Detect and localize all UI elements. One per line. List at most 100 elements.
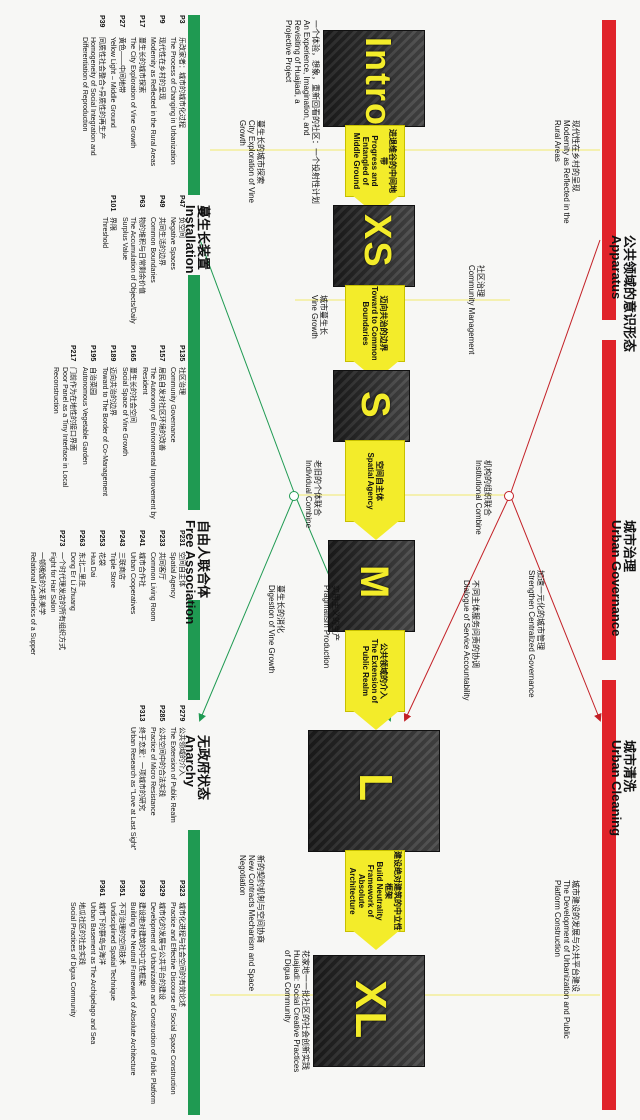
chapter-page [68, 880, 85, 902]
chapter-title-zh: 城市化的发展与公共平台的建设 [157, 902, 166, 1104]
chapter-title-en: Practice and Effective Discourse of Soci… [168, 902, 177, 1094]
note-pragmatism: 实用主义的生产 Pragmatism Production [322, 585, 340, 668]
node-red [504, 491, 514, 501]
chapter-page: P279 [168, 705, 185, 727]
chapter-title-zh: 公共领域的介入 [177, 727, 186, 823]
chapter-item: P313终于恋爱：一项城市的研究Urban Research as "Love … [128, 705, 145, 870]
chapter-title: 现代性在乡村的呈现Modernity as Reflected in the R… [148, 37, 165, 166]
stage-m-letter: M [354, 565, 394, 600]
chapter-item: P339建设绝对建筑的中立性框架Building the Neutral Fra… [128, 880, 145, 1110]
note-dialogue: 不同主体服务问责的协调 Dialogue of Service Accounta… [462, 580, 480, 701]
chapter-title-en: The Autonomy of Environmental Improvemen… [140, 367, 157, 520]
stage-l-arrow-en: Build Neutrality Framework of Absolute A… [348, 851, 384, 931]
stage-xl-caption: 花家地一一批社区的社会创新实践 Huajiadi: Social Creativ… [283, 950, 310, 1080]
chapter-page: P63 [120, 195, 146, 217]
chapter-title-en: Common Boundaries [148, 217, 157, 283]
chapter-page: P243 [108, 530, 125, 552]
link-red-1 [510, 240, 600, 495]
chapter-title-en: Practice of Micro Resistance [148, 727, 157, 816]
chapter-list-xs: P47负空间Negative SpacesP49共同生活的边界Common Bo… [97, 195, 186, 335]
stage-xl-image: XL [313, 955, 425, 1067]
green-bar-4 [188, 830, 200, 1115]
note-development: 城市建设的发展与公共平台建设 The Development of Urbani… [553, 880, 580, 1050]
chapter-page: P329 [148, 880, 165, 902]
chapter-list-intro: P3乐改家者：城市的城市化过程The Process of Changing i… [77, 15, 186, 180]
chapter-item: P47负空间Negative Spaces [168, 195, 185, 335]
chapter-title-zh: 共同客厅 [157, 552, 166, 621]
stage-l-arrow-zh: 建设绝对建筑的中立性框架 [384, 851, 402, 931]
chapter-title-zh: 不可治理的空间技术 [117, 902, 126, 1001]
note-institutional: 机构的组织联合 Institutional Combine [474, 460, 492, 535]
stage-xl-caption-zh: 花家地一一批社区的社会创新实践 [301, 950, 310, 1080]
stage-xl-letter: XL [348, 980, 392, 1040]
chapter-page: P49 [148, 195, 165, 217]
chapter-title-zh: 城市下的群岛与海洋 [97, 902, 106, 1044]
note-development-zh: 城市建设的发展与公共平台建设 [571, 880, 580, 1050]
green-bar-2 [188, 275, 200, 510]
chapter-page: P189 [100, 345, 117, 367]
stage-s-arrow: 空间自主体 Spatial Agency [345, 440, 405, 522]
link-red-3 [405, 495, 510, 720]
note-pragmatism-en: Pragmatism Production [322, 585, 331, 668]
chapter-page: P231 [168, 530, 185, 552]
section-bottom-2-zh: 自由人联合体 [196, 520, 211, 598]
stage-s-arrow-zh: 空间自主体 [375, 461, 384, 501]
chapter-item: P101界限Threshold [100, 195, 117, 335]
section-top-3-en: Urban Cleaning [610, 740, 623, 836]
chapter-title-en: Homogeneity of Social Integration and Di… [80, 37, 97, 180]
section-top-2: 城市治理 Urban Governance [610, 520, 636, 636]
chapter-page: P17 [128, 15, 145, 37]
note-individual: 老旧的个体联合 Individual Combine [304, 460, 322, 528]
chapter-title-en: Undisciplined Spatial Technique [108, 902, 117, 1001]
chapter-page: P323 [168, 880, 185, 902]
chapter-title-en: Negative Spaces [168, 217, 177, 270]
note-new-negotiation-en: New Contracts Mechanism and Space Negoti… [238, 855, 256, 995]
chapter-page: P339 [128, 880, 145, 902]
chapter-page: P313 [128, 705, 145, 727]
chapter-title: 一顿晚饭的关系美学Relational Aesthetics of a Supp… [28, 552, 45, 655]
stage-xl-caption-en: Huajiadi: Social Creative Practices of D… [283, 950, 301, 1080]
chapter-title-zh: 同质性社会整合+异质性的再生产 [97, 37, 106, 180]
note-digestion: 蔓生长的消化 Digestion of Vine Growth [267, 585, 285, 673]
chapter-title-en: Urban Research as "Love at Last Sight" [128, 727, 137, 850]
chapter-title-zh: 现代性在乡村的呈现 [157, 37, 166, 166]
chapter-title: 物的堆积与日常剩余价值The Accumulation of Objects/D… [120, 217, 146, 335]
note-vine-growth: 城市蔓生长 Vine Growth [310, 295, 328, 339]
section-top-2-zh: 城市治理 [622, 520, 637, 572]
stage-intro-caption: 一个体验，想象，重新回看的社区：一个投射性计划 An Experience, I… [284, 20, 320, 204]
chapter-title-zh: 建设绝对建筑的中立性框架 [137, 902, 146, 1076]
stage-s-arrow-en: Spatial Agency [366, 452, 375, 509]
chapter-title-en: Yellow Light – Middle Ground [108, 37, 117, 128]
chapter-title-zh: 一个时代理发店的所有组织方式 [57, 552, 66, 650]
section-bottom-3: 无政府状态 Anarchy [184, 735, 210, 800]
chapter-page: P285 [148, 705, 165, 727]
chapter-title-zh: 东北二里庄 [77, 552, 86, 611]
note-community-mgmt: 社区治理 Community Management [467, 265, 485, 354]
chapter-title-en: Threshold [100, 217, 109, 248]
chapter-title-en: Autonomous Vegetable Garden [80, 367, 89, 465]
chapter-title-en: Community Governance [168, 367, 177, 442]
chapter-page: P27 [108, 15, 125, 37]
chapter-title-zh: 蔓生长的城市探索 [137, 37, 146, 148]
stage-xs-image: XS [333, 205, 415, 287]
chapter-title-zh: 迈向共治的边界 [108, 367, 117, 496]
chapter-title-en: The City Exploration of Vine Growth [128, 37, 137, 148]
note-vine-zh: 蔓生长的城市探索 [256, 120, 265, 220]
